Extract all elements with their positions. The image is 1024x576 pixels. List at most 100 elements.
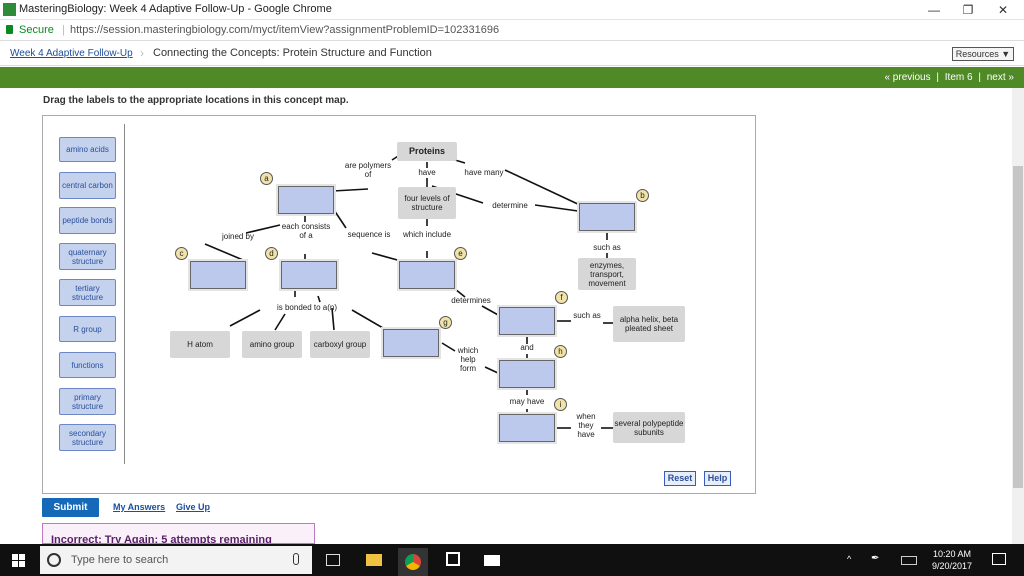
- favicon-icon: [3, 3, 16, 16]
- drop-target-d[interactable]: [281, 261, 337, 289]
- drag-label-r-group[interactable]: R group: [59, 316, 116, 342]
- linker-have: have: [418, 168, 436, 177]
- item-pager-bar: « previous | Item 6 | next »: [0, 67, 1024, 88]
- chevron-right-icon: ›: [140, 46, 144, 60]
- drop-target-h[interactable]: [499, 360, 555, 388]
- help-button[interactable]: Help: [704, 471, 731, 486]
- linker-when-they-have: when they have: [576, 412, 596, 439]
- linker-may-have: may have: [509, 397, 545, 406]
- node-alpha-helix: alpha helix, beta pleated sheet: [613, 306, 685, 342]
- badge-g: g: [439, 316, 452, 329]
- taskbar-search-input[interactable]: Type here to search: [40, 546, 312, 574]
- linker-such-as-2: such as: [573, 311, 601, 320]
- restore-icon[interactable]: ❐: [962, 3, 974, 17]
- node-amino-group: amino group: [242, 331, 302, 358]
- drag-label-peptide-bonds[interactable]: peptide bonds: [59, 207, 116, 234]
- previous-link[interactable]: « previous: [884, 72, 931, 83]
- breadcrumb-assignment-link[interactable]: Week 4 Adaptive Follow-Up: [10, 48, 133, 59]
- drop-target-i[interactable]: [499, 414, 555, 442]
- palette-divider: [124, 124, 125, 464]
- submit-button[interactable]: Submit: [42, 498, 99, 517]
- mail-icon[interactable]: [484, 555, 500, 566]
- minimize-icon[interactable]: —: [928, 3, 940, 17]
- cortana-icon: [47, 553, 61, 567]
- linker-such-as-1: such as: [593, 243, 621, 252]
- linker-are-polymers-of: are polymers of: [344, 161, 392, 179]
- file-explorer-icon[interactable]: [366, 554, 382, 566]
- lock-icon: [6, 25, 13, 34]
- badge-d: d: [265, 247, 278, 260]
- drag-label-quaternary-structure[interactable]: quaternary structure: [59, 243, 116, 270]
- node-several-polypeptide: several polypeptide subunits: [613, 412, 685, 443]
- resources-dropdown[interactable]: Resources ▼: [952, 47, 1014, 61]
- next-link[interactable]: next »: [986, 72, 1014, 83]
- linker-sequence-is: sequence is: [347, 230, 391, 239]
- badge-i: i: [554, 398, 567, 411]
- microphone-icon[interactable]: [293, 553, 299, 565]
- linker-which-include: which include: [402, 230, 452, 239]
- linker-each-consists: each consists of a: [281, 222, 331, 240]
- pen-icon[interactable]: ✒: [871, 553, 880, 564]
- linker-joined-by: joined by: [221, 232, 255, 241]
- drop-target-g[interactable]: [383, 329, 439, 357]
- address-bar[interactable]: Secure | https://session.masteringbiolog…: [0, 20, 1024, 41]
- node-proteins: Proteins: [397, 142, 457, 161]
- badge-f: f: [555, 291, 568, 304]
- instructions: Drag the labels to the appropriate locat…: [43, 95, 349, 106]
- badge-e: e: [454, 247, 467, 260]
- drop-target-e[interactable]: [399, 261, 455, 289]
- drop-target-f[interactable]: [499, 307, 555, 335]
- badge-a: a: [260, 172, 273, 185]
- close-icon[interactable]: ✕: [997, 3, 1009, 17]
- drag-label-amino-acids[interactable]: amino acids: [59, 137, 116, 162]
- search-placeholder: Type here to search: [71, 554, 169, 566]
- keyboard-icon[interactable]: [901, 556, 917, 565]
- breadcrumb-current: Connecting the Concepts: Protein Structu…: [153, 47, 432, 59]
- linker-determines: determines: [451, 296, 491, 305]
- drag-label-primary-structure[interactable]: primary structure: [59, 388, 116, 415]
- assignment-navbar: Week 4 Adaptive Follow-Up › Connecting t…: [0, 42, 1024, 66]
- chrome-taskbar-button[interactable]: [398, 548, 428, 576]
- my-answers-link[interactable]: My Answers: [113, 502, 166, 512]
- drag-label-functions[interactable]: functions: [59, 352, 116, 378]
- feedback-box: Incorrect; Try Again; 5 attempts remaini…: [42, 523, 315, 544]
- chevron-up-icon[interactable]: ^: [847, 554, 852, 564]
- store-icon[interactable]: [446, 552, 460, 566]
- drop-target-c[interactable]: [190, 261, 246, 289]
- badge-c: c: [175, 247, 188, 260]
- window-title: MasteringBiology: Week 4 Adaptive Follow…: [19, 3, 332, 15]
- notification-icon[interactable]: [992, 553, 1006, 565]
- linker-and: and: [520, 343, 534, 352]
- node-enzymes: enzymes, transport, movement: [578, 258, 636, 290]
- drag-label-central-carbon[interactable]: central carbon: [59, 172, 116, 199]
- chrome-icon: [405, 554, 421, 570]
- node-four-levels: four levels of structure: [398, 187, 456, 219]
- secure-label: Secure: [19, 24, 54, 36]
- drop-target-b[interactable]: [579, 203, 635, 231]
- url-text[interactable]: https://session.masteringbiology.com/myc…: [70, 24, 500, 36]
- scrollbar-thumb[interactable]: [1013, 166, 1023, 488]
- node-h-atom: H atom: [170, 331, 230, 358]
- windows-taskbar: Type here to search ^ ✒ 10:20 AM 9/20/20…: [0, 544, 1024, 576]
- reset-button[interactable]: Reset: [664, 471, 696, 486]
- item-number: Item 6: [944, 72, 973, 83]
- linker-have-many: have many: [464, 168, 504, 177]
- taskbar-clock[interactable]: 10:20 AM 9/20/2017: [920, 548, 984, 572]
- linker-which-help-form: which help form: [457, 346, 479, 373]
- drag-label-tertiary-structure[interactable]: tertiary structure: [59, 279, 116, 306]
- linker-is-bonded: is bonded to a(n): [276, 303, 338, 312]
- browser-titlebar: MasteringBiology: Week 4 Adaptive Follow…: [0, 0, 1024, 20]
- feedback-text: Incorrect; Try Again; 5 attempts remaini…: [51, 534, 272, 544]
- task-view-icon[interactable]: [326, 554, 340, 566]
- give-up-link[interactable]: Give Up: [176, 502, 211, 512]
- clock-date: 9/20/2017: [931, 561, 973, 571]
- windows-start-icon[interactable]: [12, 554, 25, 567]
- drop-target-a[interactable]: [278, 186, 334, 214]
- badge-b: b: [636, 189, 649, 202]
- drag-label-secondary-structure[interactable]: secondary structure: [59, 424, 116, 451]
- badge-h: h: [554, 345, 567, 358]
- linker-determine: determine: [492, 201, 528, 210]
- clock-time: 10:20 AM: [932, 549, 972, 559]
- url-separator: |: [62, 24, 65, 36]
- node-carboxyl-group: carboxyl group: [310, 331, 370, 358]
